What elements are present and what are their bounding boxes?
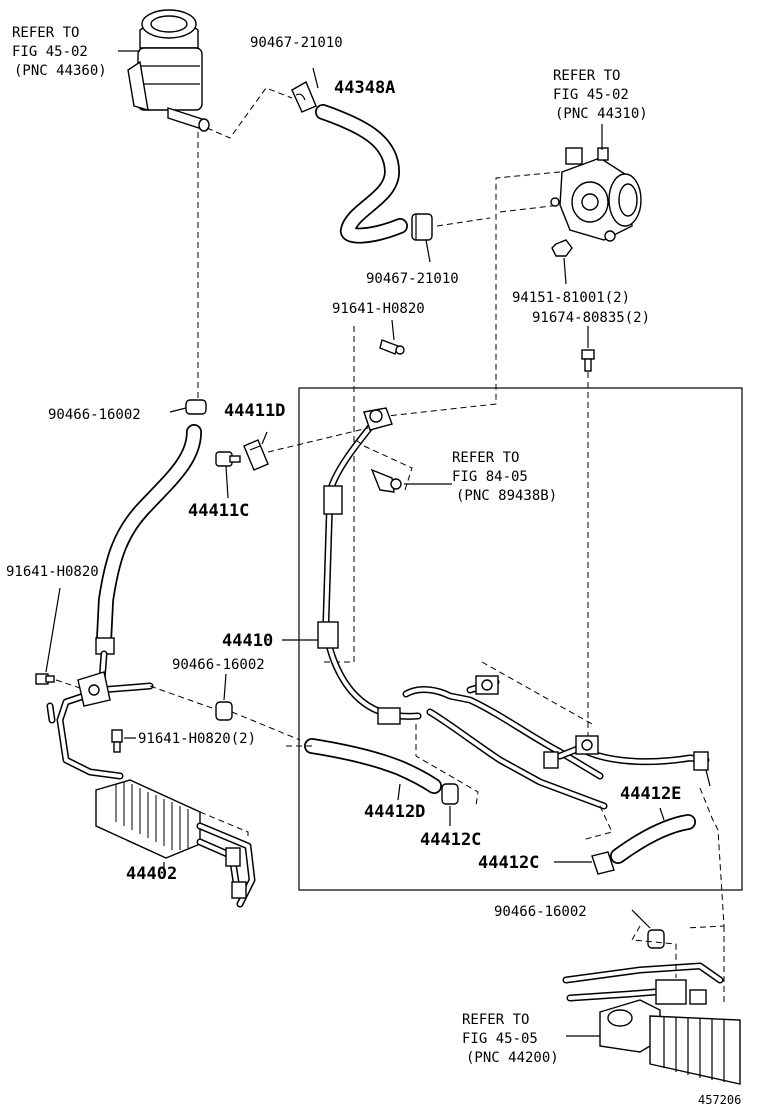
bolt-91641-top-icon (379, 339, 405, 355)
ref-gear-line1: REFER TO (462, 1012, 529, 1028)
label-44412e: 44412E (620, 784, 681, 804)
clamp-44412c-a-icon (441, 783, 459, 805)
assembly-frame (298, 387, 743, 891)
clamp-90466-mid-icon (215, 701, 233, 721)
diagram-id: 457206 (698, 1093, 741, 1107)
label-bolt-left: 91641-H0820 (6, 564, 99, 580)
oil-cooler-44402-icon (95, 779, 256, 908)
ref-sensor-line3: (PNC 89438B) (456, 488, 557, 504)
label-clamp-bottom: 90466-16002 (494, 904, 587, 920)
ref-reservoir-line1: REFER TO (12, 25, 79, 41)
ref-pump-line1: REFER TO (553, 68, 620, 84)
label-44411c: 44411C (188, 501, 249, 521)
label-bolt-sensor: 91641-H0820 (332, 301, 425, 317)
union-fitting-top-icon (363, 407, 393, 431)
ref-sensor-line1: REFER TO (452, 450, 519, 466)
ref-gear-line2: FIG 45-05 (462, 1031, 538, 1047)
clamp-90466-bottom-icon (647, 929, 665, 949)
clamp-90467-top-icon (291, 80, 317, 113)
ref-gear-line3: (PNC 44200) (466, 1050, 559, 1066)
label-clamp-top: 90467-21010 (250, 35, 343, 51)
ref-sensor-line2: FIG 84-05 (452, 469, 528, 485)
bracket-left-icon (77, 671, 111, 707)
reservoir-icon (127, 9, 210, 132)
bolt-91641-mid-icon (111, 729, 123, 753)
label-44411d: 44411D (224, 401, 285, 421)
label-clamp-mid: 90466-16002 (172, 657, 265, 673)
power-steering-pump-icon (550, 147, 642, 242)
label-44412c-b: 44412C (478, 853, 539, 873)
label-nut-pump: 94151-81001(2) (512, 290, 630, 306)
pressure-sensor-icon (370, 468, 402, 493)
ref-reservoir-line3: (PNC 44360) (14, 63, 107, 79)
nut-94151-icon (551, 239, 573, 257)
ref-pump-line3: (PNC 44310) (555, 106, 648, 122)
ref-reservoir-line2: FIG 45-02 (12, 44, 88, 60)
label-bolt-pump: 91674-80835(2) (532, 310, 650, 326)
clamp-90467-pump-icon (411, 213, 433, 241)
label-clamp-left: 90466-16002 (48, 407, 141, 423)
clamp-44412c-b-icon (591, 851, 615, 875)
label-44402: 44402 (126, 864, 177, 884)
label-hose-44348a: 44348A (334, 78, 395, 98)
label-44410: 44410 (222, 631, 273, 651)
clamp-90466-left-icon (185, 399, 207, 415)
clip-44411c-icon (215, 451, 241, 467)
label-44412c-a: 44412C (420, 830, 481, 850)
label-clamp-pump: 90467-21010 (366, 271, 459, 287)
bolt-91674-icon (581, 349, 595, 372)
bracket-right-icon (475, 675, 709, 771)
clip-44411d-icon (243, 439, 269, 471)
label-bolt-mid: 91641-H0820(2) (138, 731, 256, 747)
bolt-91641-left-icon (35, 673, 55, 685)
cooler-tube-icon (56, 650, 124, 780)
steering-gear-icon (562, 962, 741, 1085)
label-44412d: 44412D (364, 802, 425, 822)
tube-bracket-icon (317, 621, 339, 649)
ref-pump-line2: FIG 45-02 (553, 87, 629, 103)
